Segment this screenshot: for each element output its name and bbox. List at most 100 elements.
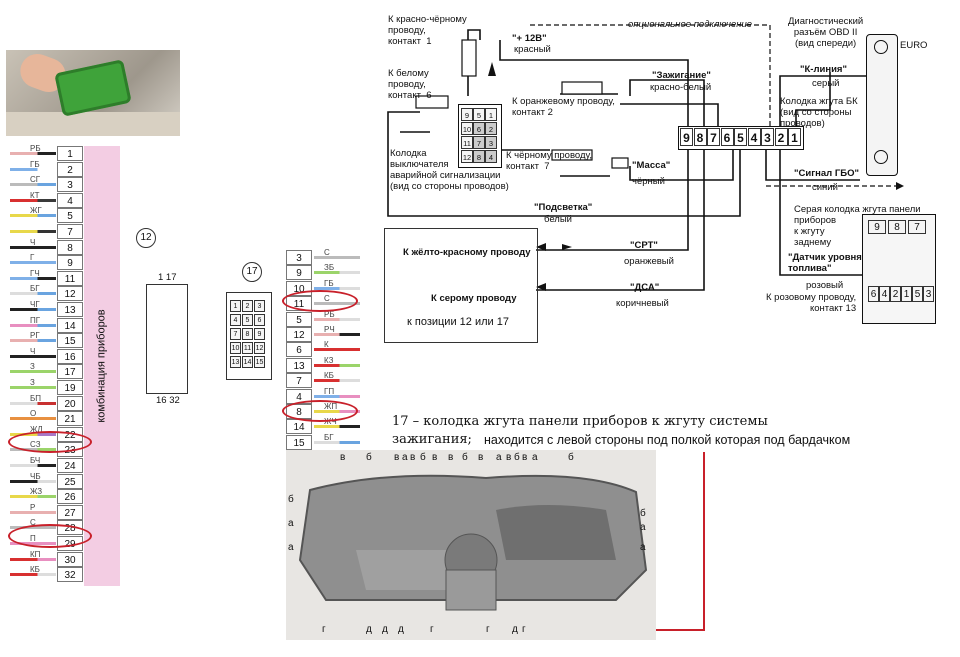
connector-17-pin: 9 xyxy=(254,328,265,340)
wire-code: БГ xyxy=(30,284,40,294)
obd-hole-icon-2 xyxy=(874,150,888,164)
brown-label: коричневый xyxy=(616,298,669,309)
pin-number: 15 xyxy=(286,434,312,450)
wire-code: Г xyxy=(30,253,35,263)
wire-color xyxy=(314,286,360,290)
connector-17-pin: 15 xyxy=(254,356,265,368)
ignition-label: "Зажигание" xyxy=(652,70,711,81)
dash-label: б xyxy=(514,452,520,463)
wire-color xyxy=(314,348,360,352)
connector-17-label: 17 xyxy=(242,262,262,282)
pin-number: 17 xyxy=(57,364,83,380)
wire-color xyxy=(10,276,56,280)
dash-label: г xyxy=(486,624,490,635)
wire-code: БГ xyxy=(324,432,334,442)
black-label: чёрный xyxy=(632,176,665,187)
wire-code: К xyxy=(324,340,329,350)
wire-code: БЧ xyxy=(30,456,41,465)
wire-code: Р xyxy=(30,502,36,512)
k-line-label: "К-линия" xyxy=(800,64,847,75)
switch-pin: 2 xyxy=(485,122,497,135)
wire-color xyxy=(314,440,360,444)
wire-color xyxy=(314,271,360,275)
switch-block-label: Колодка выключателя аварийной сигнализац… xyxy=(390,148,509,192)
fuel-sensor-label: "Датчик уровня топлива" xyxy=(788,252,862,274)
wire-color xyxy=(10,557,56,561)
pin-number: 15 xyxy=(57,333,83,349)
pin-number: 32 xyxy=(57,567,83,583)
connector-17-pin: 12 xyxy=(254,342,265,354)
switch-pin: 10 xyxy=(461,122,473,135)
yellow-red-wire-label: К жёлто-красному проводу xyxy=(403,247,531,258)
wire-color xyxy=(10,495,56,499)
wire-color xyxy=(10,573,56,577)
wire-code: ЧБ xyxy=(30,471,41,481)
pin-number: 8 xyxy=(57,239,83,255)
switch-pin: 11 xyxy=(461,136,473,149)
orange-label: оранжевый xyxy=(624,256,674,267)
wire-code: ГП xyxy=(324,386,335,396)
grey-pin: 4 xyxy=(879,286,890,302)
wire-color xyxy=(10,354,56,358)
connector-17-pin: 1 xyxy=(230,300,241,312)
highlight-pin-28 xyxy=(8,524,92,548)
wire-code: ГЧ xyxy=(30,268,40,278)
wire-color xyxy=(10,464,56,467)
red-black-wire-label: К красно-чёрному проводу, контакт 1 xyxy=(388,14,467,47)
obd-title: Диагностический разъём OBD II (вид спере… xyxy=(788,16,864,49)
connector-12-label: 12 xyxy=(136,228,156,248)
dsa-label: "ДСА" xyxy=(630,282,660,293)
blue-label: синий xyxy=(812,182,838,193)
pin-number: 1 xyxy=(57,146,83,161)
dash-label: в xyxy=(394,452,400,463)
switch-pin: 7 xyxy=(473,136,485,149)
connector-17-pin: 7 xyxy=(230,328,241,340)
connector-photo xyxy=(6,50,180,136)
obd-hole-icon xyxy=(874,40,888,54)
grey-pin: 2 xyxy=(890,286,901,302)
grey-pin: 8 xyxy=(888,220,906,234)
bk-block-label: Колодка жгута БК (вид со стороны проводо… xyxy=(780,96,858,129)
switch-pin: 12 xyxy=(461,150,473,163)
wire-color xyxy=(10,479,56,483)
switch-pin: 1 xyxy=(485,108,497,121)
pin-number: 7 xyxy=(286,373,312,389)
pin-number: 9 xyxy=(57,255,83,271)
grey-pin: 5 xyxy=(912,286,923,302)
pin-number: 5 xyxy=(57,208,83,224)
wire-code: ЧГ xyxy=(30,300,40,309)
highlight-pin-8 xyxy=(282,400,358,422)
position-box: К жёлто-красному проводу К серому провод… xyxy=(384,228,538,343)
dash-label: в xyxy=(340,452,346,463)
wire-color xyxy=(10,167,56,171)
pin-number: 27 xyxy=(57,504,83,520)
wire-code: ЖЗ xyxy=(30,487,43,497)
dash-label: в xyxy=(432,452,438,463)
switch-pin: 9 xyxy=(461,108,473,121)
pin-number: 19 xyxy=(57,380,83,395)
grey-pin: 1 xyxy=(901,286,912,302)
dash-label: а xyxy=(402,452,408,463)
grey-pin: 6 xyxy=(868,286,879,302)
grey-block-label: Серая колодка жгута панели приборов к жг… xyxy=(794,204,921,248)
positions-label: к позиции 12 или 17 xyxy=(407,316,509,328)
wire-code: ЖЛ xyxy=(30,424,43,434)
wire-color xyxy=(10,245,56,249)
wire-color xyxy=(314,333,360,336)
wire-color xyxy=(314,394,360,398)
wire-code: ЖЧ xyxy=(324,417,337,427)
wire-color xyxy=(10,401,56,405)
connector-17-body xyxy=(226,292,272,380)
caption-line-2b: находится с левой стороны под полкой кот… xyxy=(484,433,851,447)
wire-color xyxy=(10,417,56,421)
dash-label: а xyxy=(288,542,294,553)
dashboard-shape xyxy=(298,474,648,611)
pin-number: 2 xyxy=(57,161,83,177)
connector-12-body xyxy=(146,284,188,394)
dash-label: б xyxy=(366,452,372,463)
wire-code: РБ xyxy=(30,144,41,153)
wire-code: ГБ xyxy=(30,159,40,169)
wire-code: ЖГ xyxy=(30,206,42,216)
connector-17-pin: 14 xyxy=(242,356,253,368)
wire-code: С xyxy=(30,518,36,528)
